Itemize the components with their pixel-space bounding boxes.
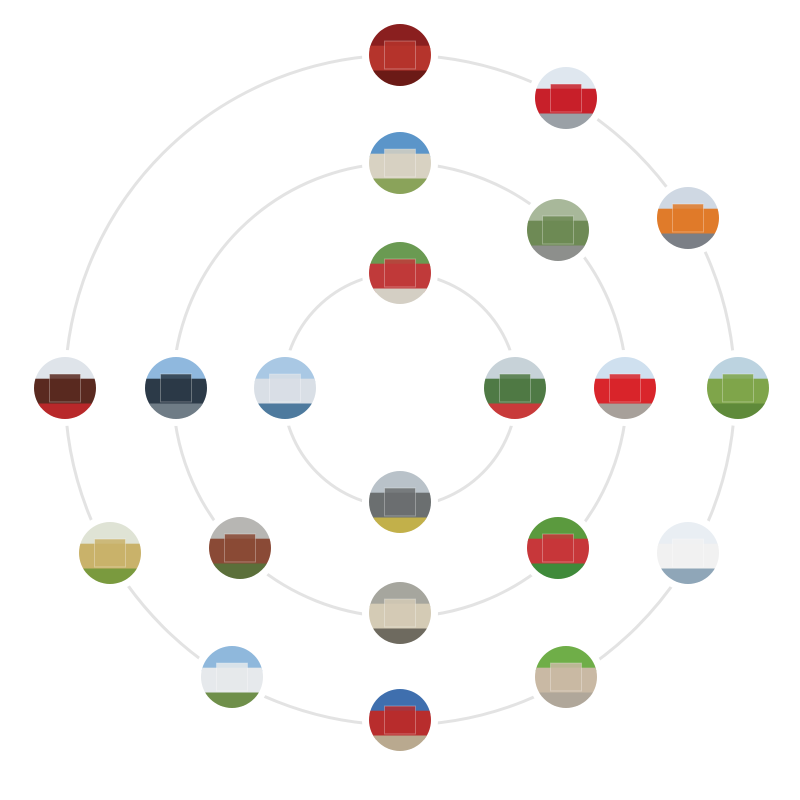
location-photo-middle-6 [202,510,278,586]
location-photo-inner-3 [477,350,553,426]
location-photo-outer-7 [362,682,438,758]
location-photo-middle-7 [138,350,214,426]
location-photo-outer-10 [27,350,103,426]
location-photo-middle-1 [362,125,438,201]
location-photo-inner-4 [362,464,438,540]
location-photo-middle-2 [520,192,596,268]
location-photo-outer-1 [362,17,438,93]
location-photo-inner-2 [247,350,323,426]
location-photo-outer-9 [72,515,148,591]
location-photo-outer-5 [650,515,726,591]
location-photo-inner-1 [362,235,438,311]
location-photo-middle-4 [520,510,596,586]
location-photo-outer-4 [700,350,776,426]
location-photo-middle-5 [362,575,438,651]
location-photo-outer-2 [528,60,604,136]
thumbnails [27,17,776,758]
location-photo-outer-6 [528,639,604,715]
location-photo-outer-3 [650,180,726,256]
location-photo-middle-3 [587,350,663,426]
location-photo-outer-8 [194,639,270,715]
